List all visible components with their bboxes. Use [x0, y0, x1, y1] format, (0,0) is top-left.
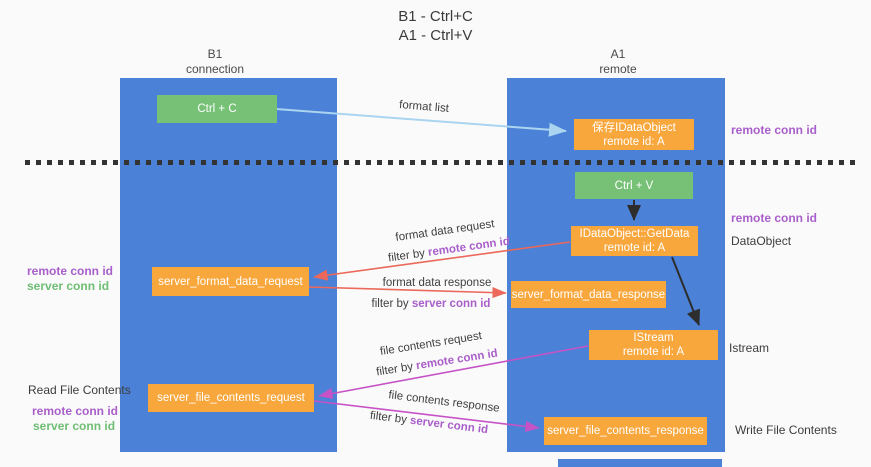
annotation-remote-conn-id-top-right: remote conn id — [731, 123, 818, 137]
annotation-remote-conn-id-left-bottom: remote conn id — [32, 404, 119, 418]
node-save-idataobject-line1: 保存IDataObject — [592, 121, 676, 134]
edge-label-format-list: format list — [398, 99, 450, 115]
annotation-server-conn-id-left-bottom: server conn id — [33, 419, 116, 433]
title-line-1: B1 - Ctrl+C — [398, 8, 473, 25]
partial-lane-bottom — [558, 459, 722, 467]
filter-key-server-conn-id: server conn id — [409, 414, 489, 437]
annotation-write-file-contents: Write File Contents — [735, 423, 837, 437]
annotation-istream: Istream — [729, 341, 770, 355]
node-server-format-data-request: server_format_data_request — [152, 267, 309, 296]
lane-header-a1: A1 remote — [548, 47, 688, 77]
lane-a1-role: remote — [599, 62, 637, 76]
filter-by-prefix: filter by — [371, 298, 412, 310]
annotation-server-conn-id-left-top: server conn id — [27, 279, 110, 293]
lane-a1-name: A1 — [610, 47, 626, 61]
node-istream: IStream remote id: A — [589, 330, 718, 360]
filter-key-remote-conn-id: remote conn id — [427, 235, 511, 259]
filter-key-remote-conn-id: remote conn id — [415, 347, 499, 373]
node-istream-line1: IStream — [633, 332, 674, 344]
diagram-title: B1 - Ctrl+C A1 - Ctrl+V — [0, 7, 871, 45]
node-save-idataobject-line2: remote id: A — [603, 135, 665, 148]
node-getdata-line2: remote id: A — [603, 242, 666, 254]
node-file-request-label: server_file_contents_request — [157, 392, 305, 404]
node-save-idataobject: 保存IDataObject remote id: A — [574, 119, 694, 150]
node-istream-line2: remote id: A — [622, 346, 685, 358]
filter-key-server-conn-id: server conn id — [411, 298, 491, 310]
annotation-dataobject: DataObject — [731, 234, 792, 248]
edge-label-format-data-response-filter: filter by server conn id — [372, 298, 491, 310]
node-server-format-data-response: server_format_data_response — [511, 281, 666, 308]
node-format-request-label: server_format_data_request — [158, 275, 303, 288]
node-file-response-label: server_file_contents_response — [547, 425, 704, 437]
edge-label-file-contents-response: file contents response — [387, 389, 501, 415]
node-ctrl-c-label: Ctrl + C — [197, 103, 237, 115]
edge-label-file-contents-response-filter: filter by server conn id — [369, 410, 488, 436]
section-divider-dashed-line — [25, 160, 861, 165]
lane-b1-role: connection — [185, 62, 245, 76]
filter-by-prefix: filter by — [387, 246, 429, 265]
node-format-response-label: server_format_data_response — [511, 288, 666, 301]
annotation-remote-conn-id-left-top: remote conn id — [27, 264, 114, 278]
node-ctrl-v-label: Ctrl + V — [614, 179, 654, 192]
lane-b1-name: B1 — [207, 47, 223, 61]
title-line-2: A1 - Ctrl+V — [398, 27, 473, 44]
node-idataobject-getdata: IDataObject::GetData remote id: A — [571, 226, 698, 256]
edge-label-format-data-response: format data response — [382, 277, 492, 289]
node-server-file-contents-request: server_file_contents_request — [148, 384, 314, 412]
node-ctrl-c: Ctrl + C — [157, 95, 277, 123]
filter-by-prefix: filter by — [369, 409, 411, 427]
annotation-read-file-contents: Read File Contents — [28, 383, 131, 397]
filter-by-prefix: filter by — [375, 360, 418, 379]
node-server-file-contents-response: server_file_contents_response — [544, 417, 707, 445]
node-ctrl-v: Ctrl + V — [575, 172, 693, 199]
annotation-remote-conn-id-mid-right: remote conn id — [731, 211, 818, 225]
node-getdata-line1: IDataObject::GetData — [579, 228, 690, 240]
lane-header-b1: B1 connection — [145, 47, 285, 77]
